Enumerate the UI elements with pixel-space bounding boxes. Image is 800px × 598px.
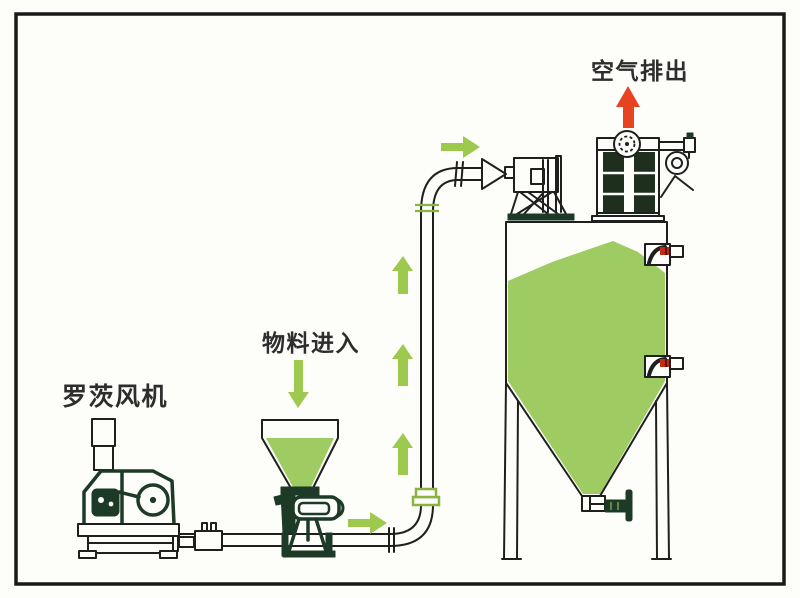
indicator-red-tip: [660, 359, 675, 367]
pipe-fittings: [164, 522, 223, 552]
filter-bag-right: [634, 152, 655, 214]
blower-foot-left: [78, 550, 97, 559]
silo-inlet-diffuser: [481, 155, 575, 221]
blower-label: 罗茨风机: [62, 382, 168, 411]
storage-silo: [501, 221, 672, 560]
air-out-label: 空气排出: [591, 58, 689, 85]
level-indicator-upper: [644, 243, 684, 266]
conveying-pipeline: [164, 161, 483, 553]
shaker-gear: [613, 130, 641, 158]
diagram-frame: [14, 12, 786, 586]
blower-base: [77, 523, 180, 537]
indicator-red-tip: [660, 247, 675, 255]
silo-leg-right: [651, 382, 672, 560]
level-indicator-lower: [644, 355, 684, 378]
material-in-label: 物料进入: [262, 330, 360, 357]
blower-intake-stack-lower: [93, 445, 114, 471]
flow-arrow-right-top-icon: [441, 136, 480, 158]
pipe-flange-green: [411, 203, 441, 507]
blower-rotor: [91, 488, 120, 517]
flow-arrow-up-2-icon: [392, 344, 413, 386]
roots-blower: [77, 418, 180, 559]
diffuser-support: [507, 191, 575, 221]
material-in-arrow-icon: [288, 360, 309, 408]
blower-intake-stack: [91, 418, 116, 447]
filter-bag-left: [603, 152, 624, 214]
flow-arrow-up-3-icon: [392, 433, 413, 475]
flow-arrow-right-bottom-icon: [348, 512, 387, 534]
flow-arrow-up-1-icon: [392, 256, 413, 294]
air-out-arrow-icon: [616, 86, 640, 128]
dust-collector: [591, 130, 696, 222]
blower-pulley: [136, 483, 170, 517]
diffuser-cone: [481, 158, 507, 190]
feed-hopper: [261, 419, 339, 491]
rotary-feeder: [273, 486, 345, 558]
silo-discharge-valve: [581, 489, 633, 522]
blower-foot-right: [159, 550, 178, 559]
silo-leg-left: [501, 382, 522, 560]
flow-arrows: [288, 136, 480, 534]
hopper-material: [266, 438, 334, 489]
shaker-motor: [658, 132, 696, 198]
silo-material: [508, 241, 665, 494]
